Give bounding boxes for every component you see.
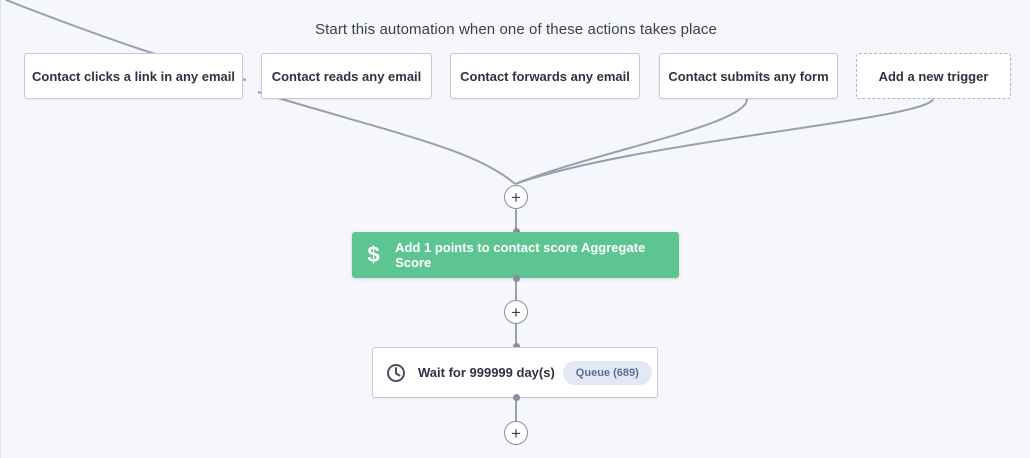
connector-dot	[513, 228, 520, 235]
automation-heading: Start this automation when one of these …	[315, 21, 717, 38]
dollar-icon: $	[367, 242, 380, 267]
score-action-step[interactable]: $ Add 1 points to contact score Aggregat…	[352, 232, 679, 278]
connector-dot	[513, 343, 520, 350]
trigger-submits-form[interactable]: Contact submits any form	[659, 53, 838, 99]
add-step-button-3[interactable]: +	[504, 421, 528, 445]
score-action-label: Add 1 points to contact score Aggregate …	[395, 240, 646, 270]
trigger-clicks-link[interactable]: Contact clicks a link in any email	[24, 53, 243, 99]
connector-dot	[513, 394, 520, 401]
plus-icon: +	[511, 187, 521, 207]
wait-action-label: Wait for 999999 day(s)	[418, 365, 555, 380]
plus-icon: +	[511, 302, 521, 322]
connector-clicks-trigger	[257, 91, 516, 185]
add-new-trigger-button[interactable]: Add a new trigger	[856, 53, 1011, 99]
connector-submits-trigger	[514, 98, 748, 185]
queue-badge[interactable]: Queue (689)	[562, 360, 652, 385]
trigger-reads-email[interactable]: Contact reads any email	[261, 53, 432, 99]
wait-action-step[interactable]: Wait for 999999 day(s) Queue (689)	[372, 347, 658, 398]
trigger-forwards-email[interactable]: Contact forwards any email	[450, 53, 640, 99]
plus-icon: +	[511, 423, 521, 443]
connector-dot	[513, 275, 520, 282]
add-step-button-1[interactable]: +	[504, 185, 528, 209]
clock-icon	[387, 363, 405, 382]
connector-add-trigger	[514, 98, 934, 185]
add-step-button-2[interactable]: +	[504, 300, 528, 324]
